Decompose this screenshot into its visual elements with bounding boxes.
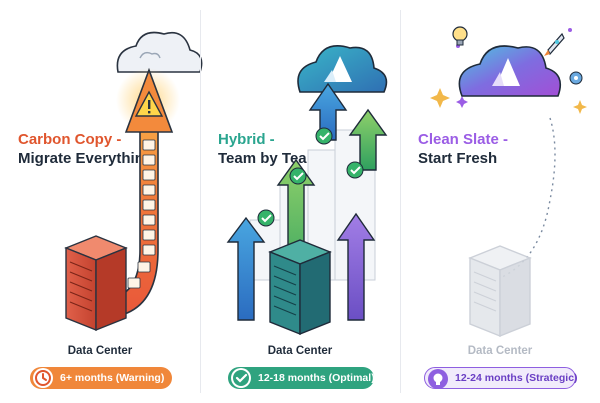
lightbulb-icon bbox=[452, 26, 468, 46]
pill-text: 12-24 months (Strategic) bbox=[455, 372, 578, 384]
timeline-pill: 12-24 months (Strategic) bbox=[424, 367, 578, 389]
title-accent: Hybrid - bbox=[218, 131, 275, 148]
clock-icon bbox=[33, 368, 53, 388]
clean-slate-illustration bbox=[430, 26, 587, 338]
title-rest: Migrate Everything bbox=[18, 150, 154, 167]
data-center-label: Data Center bbox=[67, 345, 133, 357]
panel-clean-slate: Clean Slate - Start Fresh bbox=[400, 0, 600, 403]
hybrid-illustration bbox=[226, 45, 388, 336]
data-center-label: Data Center bbox=[467, 345, 533, 357]
panel-title: Carbon Copy - Migrate Everything bbox=[18, 130, 168, 168]
lightbulb-icon bbox=[428, 369, 448, 389]
divider bbox=[400, 10, 401, 393]
check-icon bbox=[231, 368, 251, 388]
atlassian-cloud-icon bbox=[297, 45, 388, 93]
panel-carbon-copy: Carbon Copy - Migrate Everything bbox=[0, 0, 203, 403]
server-icon bbox=[268, 239, 332, 336]
warning-icon bbox=[134, 90, 164, 117]
panel-hybrid: Hybrid - Team by Team bbox=[200, 0, 400, 403]
atlassian-cloud-icon bbox=[458, 45, 562, 97]
title-accent: Clean Slate - bbox=[418, 131, 509, 148]
divider bbox=[200, 10, 201, 393]
gear-icon bbox=[569, 71, 583, 85]
pill-text: 6+ months (Warning) bbox=[60, 372, 165, 384]
server-icon bbox=[64, 235, 128, 332]
check-icon bbox=[257, 127, 364, 227]
title-accent: Carbon Copy - bbox=[18, 131, 122, 148]
timeline-pill: 6+ months (Warning) bbox=[30, 367, 172, 389]
title-rest: Start Fresh bbox=[418, 150, 498, 167]
rocket-icon bbox=[544, 32, 565, 56]
cloud-icon bbox=[116, 31, 203, 73]
carbon-copy-illustration bbox=[64, 31, 203, 332]
pill-text: 12-18 months (Optimal) bbox=[258, 372, 375, 384]
server-icon bbox=[468, 245, 532, 338]
data-center-label: Data Center bbox=[267, 345, 333, 357]
timeline-pill: 12-18 months (Optimal) bbox=[228, 367, 375, 389]
panel-title: Clean Slate - Start Fresh bbox=[418, 130, 538, 168]
